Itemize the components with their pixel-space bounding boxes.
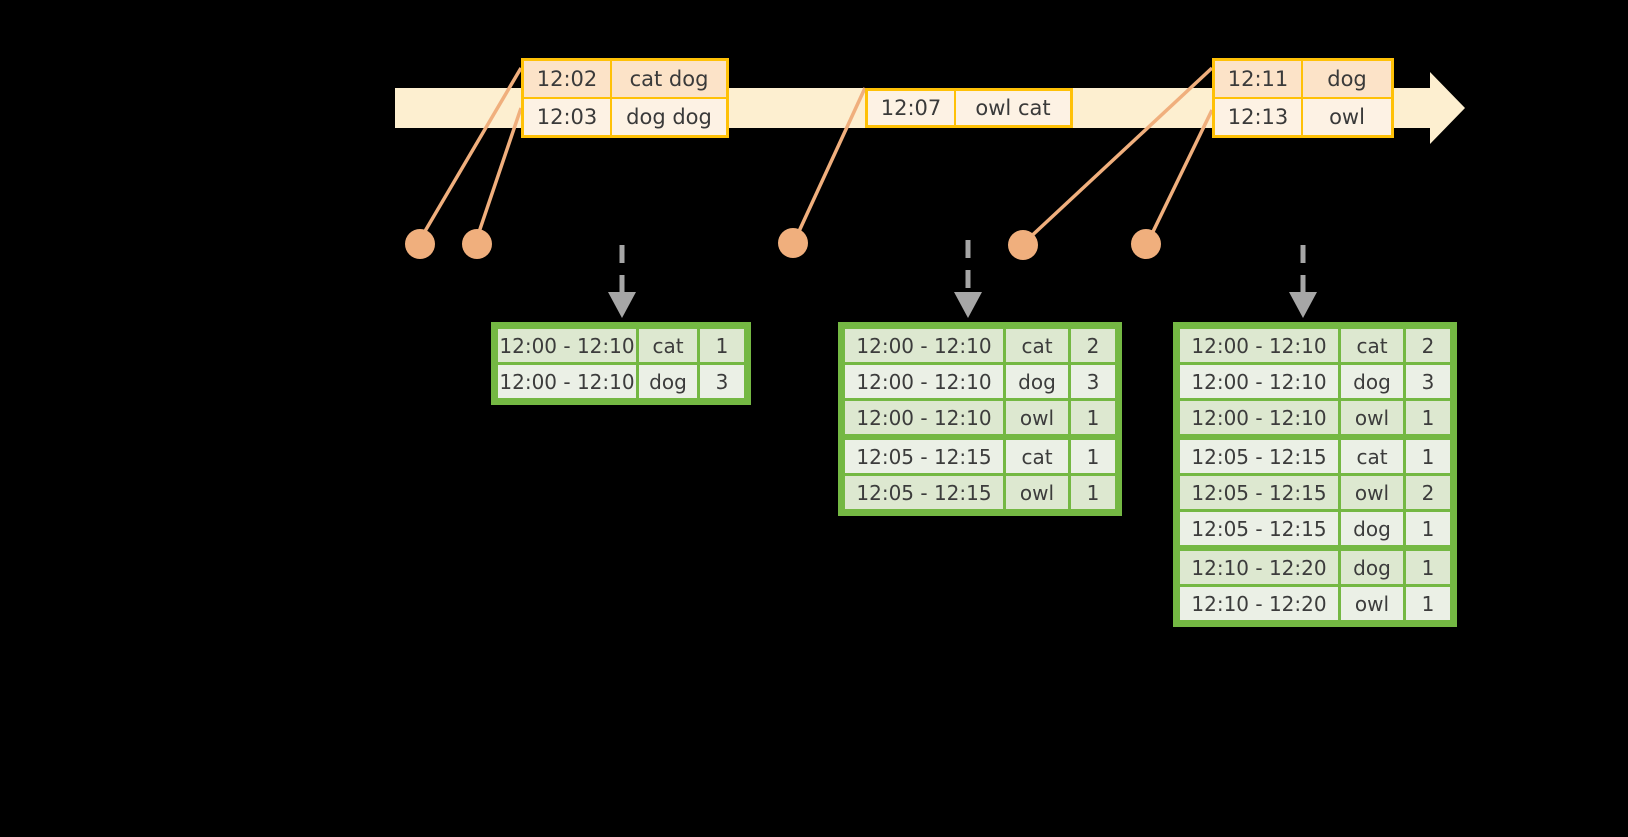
event-words: dog xyxy=(1327,67,1367,91)
cell-count: 1 xyxy=(1071,440,1115,473)
cell-word: dog xyxy=(1341,512,1403,545)
connector-dot-2 xyxy=(462,229,492,259)
connector-dot-5 xyxy=(1131,229,1161,259)
event-time: 12:03 xyxy=(524,99,612,135)
dashed-arrowhead-3 xyxy=(1289,292,1317,318)
cell-word: cat xyxy=(1006,329,1068,362)
cell-word: dog xyxy=(1006,365,1068,398)
cell-window: 12:00 - 12:10 xyxy=(498,329,636,362)
cell-count: 2 xyxy=(1406,329,1450,362)
cell-count: 1 xyxy=(1406,551,1450,584)
cell-word: cat xyxy=(1341,329,1403,362)
event-row[interactable]: 12:07 owl cat xyxy=(868,91,1070,125)
cell-count: 2 xyxy=(1071,329,1115,362)
connector-line-5 xyxy=(1146,109,1214,243)
cell-word: owl xyxy=(1341,401,1403,434)
cell-count: 3 xyxy=(1406,365,1450,398)
cell-word: owl xyxy=(1006,476,1068,509)
cell-window: 12:00 - 12:10 xyxy=(1180,329,1338,362)
cell-window: 12:10 - 12:20 xyxy=(1180,551,1338,584)
cell-window: 12:05 - 12:15 xyxy=(845,476,1003,509)
cell-window: 12:10 - 12:20 xyxy=(1180,587,1338,620)
event-words: cat dog xyxy=(629,67,709,91)
cell-window: 12:05 - 12:15 xyxy=(1180,476,1338,509)
cell-count: 1 xyxy=(1071,476,1115,509)
cell-count: 3 xyxy=(1071,365,1115,398)
cell-window: 12:00 - 12:10 xyxy=(845,401,1003,434)
connector-lines xyxy=(419,66,1214,244)
connector-dots xyxy=(405,228,1161,260)
cell-count: 1 xyxy=(1406,440,1450,473)
event-words: owl xyxy=(1329,105,1365,129)
cell-window: 12:00 - 12:10 xyxy=(1180,365,1338,398)
cell-window: 12:00 - 12:10 xyxy=(498,365,636,398)
cell-count: 1 xyxy=(700,329,744,362)
dashed-arrows xyxy=(619,240,1306,295)
connector-line-4 xyxy=(1023,66,1214,244)
cell-word: owl xyxy=(1341,587,1403,620)
dashed-arrowheads xyxy=(608,292,1317,318)
dashed-arrowhead-2 xyxy=(954,292,982,318)
event-time: 12:13 xyxy=(1215,99,1303,135)
event-row[interactable]: 12:11 dog xyxy=(1215,61,1391,97)
cell-window: 12:05 - 12:15 xyxy=(1180,512,1338,545)
cell-window: 12:00 - 12:10 xyxy=(1180,401,1338,434)
cell-word: owl xyxy=(1006,401,1068,434)
event-words: owl cat xyxy=(975,96,1051,120)
event-row[interactable]: 12:02 cat dog xyxy=(524,61,726,97)
cell-word: dog xyxy=(1341,551,1403,584)
cell-word: cat xyxy=(1341,440,1403,473)
connector-line-1 xyxy=(419,67,523,239)
cell-window: 12:05 - 12:15 xyxy=(1180,440,1338,473)
connector-line-2 xyxy=(475,107,523,239)
event-box-group-1[interactable]: 12:02 cat dog 12:03 dog dog xyxy=(521,58,729,138)
cell-count: 1 xyxy=(1406,512,1450,545)
event-row[interactable]: 12:13 owl xyxy=(1215,97,1391,135)
dashed-arrowhead-1 xyxy=(608,292,636,318)
event-time: 12:11 xyxy=(1215,61,1303,97)
cell-count: 1 xyxy=(1406,401,1450,434)
cell-count: 1 xyxy=(1406,587,1450,620)
event-time: 12:07 xyxy=(868,91,956,125)
connector-line-3 xyxy=(793,87,867,241)
cell-window: 12:00 - 12:10 xyxy=(845,329,1003,362)
event-time: 12:02 xyxy=(524,61,612,97)
cell-window: 12:00 - 12:10 xyxy=(845,365,1003,398)
cell-count: 2 xyxy=(1406,476,1450,509)
cell-word: cat xyxy=(1006,440,1068,473)
event-box-group-3[interactable]: 12:11 dog 12:13 owl xyxy=(1212,58,1394,138)
event-row[interactable]: 12:03 dog dog xyxy=(524,97,726,135)
cell-window: 12:05 - 12:15 xyxy=(845,440,1003,473)
connector-dot-4 xyxy=(1008,230,1038,260)
cell-word: dog xyxy=(639,365,697,398)
event-words: dog dog xyxy=(626,105,712,129)
cell-word: owl xyxy=(1341,476,1403,509)
connector-dot-1 xyxy=(405,229,435,259)
cell-word: cat xyxy=(639,329,697,362)
cell-word: dog xyxy=(1341,365,1403,398)
event-box-group-2[interactable]: 12:07 owl cat xyxy=(865,88,1073,128)
cell-count: 3 xyxy=(700,365,744,398)
cell-count: 1 xyxy=(1071,401,1115,434)
connector-dot-3 xyxy=(778,228,808,258)
timeline-arrowhead xyxy=(1395,72,1465,144)
